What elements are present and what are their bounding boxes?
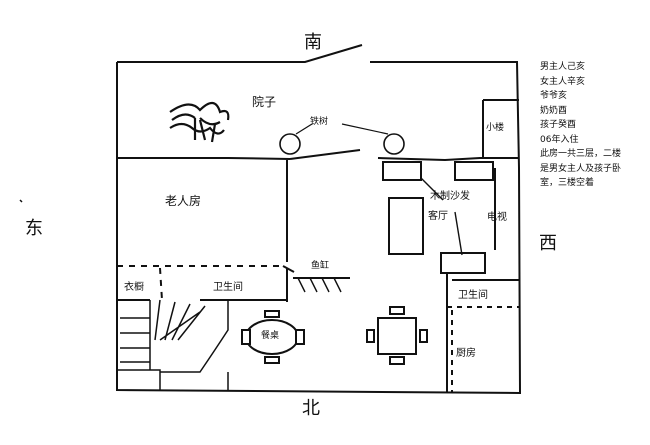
small-building-box: [482, 99, 519, 158]
household-notes: 男主人己亥 女主人辛亥 爷爷亥 奶奶酉 孩子癸酉 06年入住 此房一共三层，二楼…: [540, 60, 621, 191]
label-living-room: 客厅: [428, 211, 448, 222]
note-line: 孩子癸酉: [540, 120, 577, 130]
plant-icon: [169, 101, 230, 143]
sofa-long: [388, 197, 424, 255]
closet-divider: [159, 267, 163, 301]
square-table: [377, 317, 417, 355]
outer-wall: [116, 61, 522, 395]
label-courtyard: 院子: [252, 95, 277, 109]
stairs: [116, 299, 229, 390]
courtyard-wall-right: [289, 149, 361, 160]
note-line: 06年入住: [540, 134, 579, 145]
note-line: 女主人辛亥: [540, 76, 586, 87]
label-closet: 衣橱: [124, 282, 144, 293]
direction-west: 西: [539, 233, 557, 254]
label-tree: 铁树: [310, 117, 329, 127]
note-line: 爷爷亥: [540, 91, 568, 101]
label-elder-room: 老人房: [165, 194, 202, 208]
note-line: 此房一共三层，二楼: [540, 149, 622, 159]
courtyard-wall-right2: [377, 157, 519, 162]
direction-east: 东: [25, 218, 43, 239]
label-tv: 电视: [487, 212, 507, 223]
sofa-right: [454, 161, 494, 181]
note-line: 男主人己亥: [540, 62, 586, 72]
label-bathroom-left: 卫生间: [213, 282, 243, 293]
courtyard-wall: [117, 157, 291, 160]
door-swing-top: [117, 44, 363, 63]
sofa-left: [382, 161, 422, 181]
label-bathroom-right: 卫生间: [458, 290, 488, 301]
tree-left: [279, 133, 301, 155]
label-dining-table: 餐桌: [261, 331, 280, 341]
direction-north: 北: [302, 398, 320, 419]
label-kitchen: 厨房: [456, 348, 476, 359]
label-small-building: 小楼: [486, 123, 505, 133]
note-line: 奶奶酉: [540, 105, 568, 116]
direction-south: 南: [304, 32, 322, 53]
label-fish-tank: 鱼缸: [311, 261, 330, 271]
coffee-table: [440, 252, 486, 274]
note-line: 是男女主人及孩子卧: [540, 163, 622, 174]
note-line: 室，三楼空着: [540, 178, 595, 188]
tree-right: [383, 133, 405, 155]
label-wood-sofa: 木制沙发: [430, 191, 470, 202]
